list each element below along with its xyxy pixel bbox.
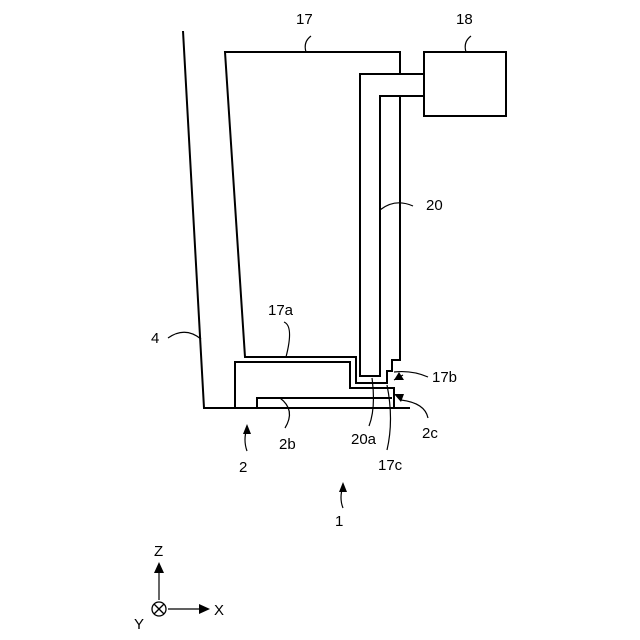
base-outline [235, 362, 394, 408]
label-17c: 17c [378, 457, 403, 474]
leader-18 [465, 36, 471, 52]
arrow-2-head [243, 424, 251, 434]
leader-17 [305, 36, 311, 52]
z-axis-arrow [154, 562, 164, 573]
label-1: 1 [335, 513, 343, 530]
leader-20a [369, 378, 373, 426]
label-17: 17 [296, 11, 313, 28]
pipe-outline [360, 74, 424, 376]
leader-20 [380, 203, 413, 210]
casing-outline [225, 52, 400, 383]
axis-label-x: X [214, 602, 224, 619]
axis-label-y: Y [134, 616, 144, 633]
label-20: 20 [426, 197, 443, 214]
leader-17c [387, 385, 391, 450]
arrow-17b-head [394, 372, 404, 380]
label-2: 2 [239, 459, 247, 476]
label-2c: 2c [422, 425, 438, 442]
label-18: 18 [456, 11, 473, 28]
unit-box [424, 52, 506, 116]
axis-label-z: Z [154, 543, 163, 560]
arrow-1-head [339, 482, 347, 492]
leader-17a [284, 322, 290, 357]
label-17a: 17a [268, 302, 294, 319]
label-20a: 20a [351, 431, 377, 448]
label-4: 4 [151, 330, 159, 347]
label-2b: 2b [279, 436, 296, 453]
wall-outline [183, 31, 410, 408]
leader-4 [168, 332, 201, 339]
x-axis-arrow [199, 604, 210, 614]
axis-indicator: Z X Y [134, 543, 224, 633]
label-17b: 17b [432, 369, 457, 386]
leader-2b [280, 398, 289, 428]
base-face-outline [257, 398, 392, 408]
